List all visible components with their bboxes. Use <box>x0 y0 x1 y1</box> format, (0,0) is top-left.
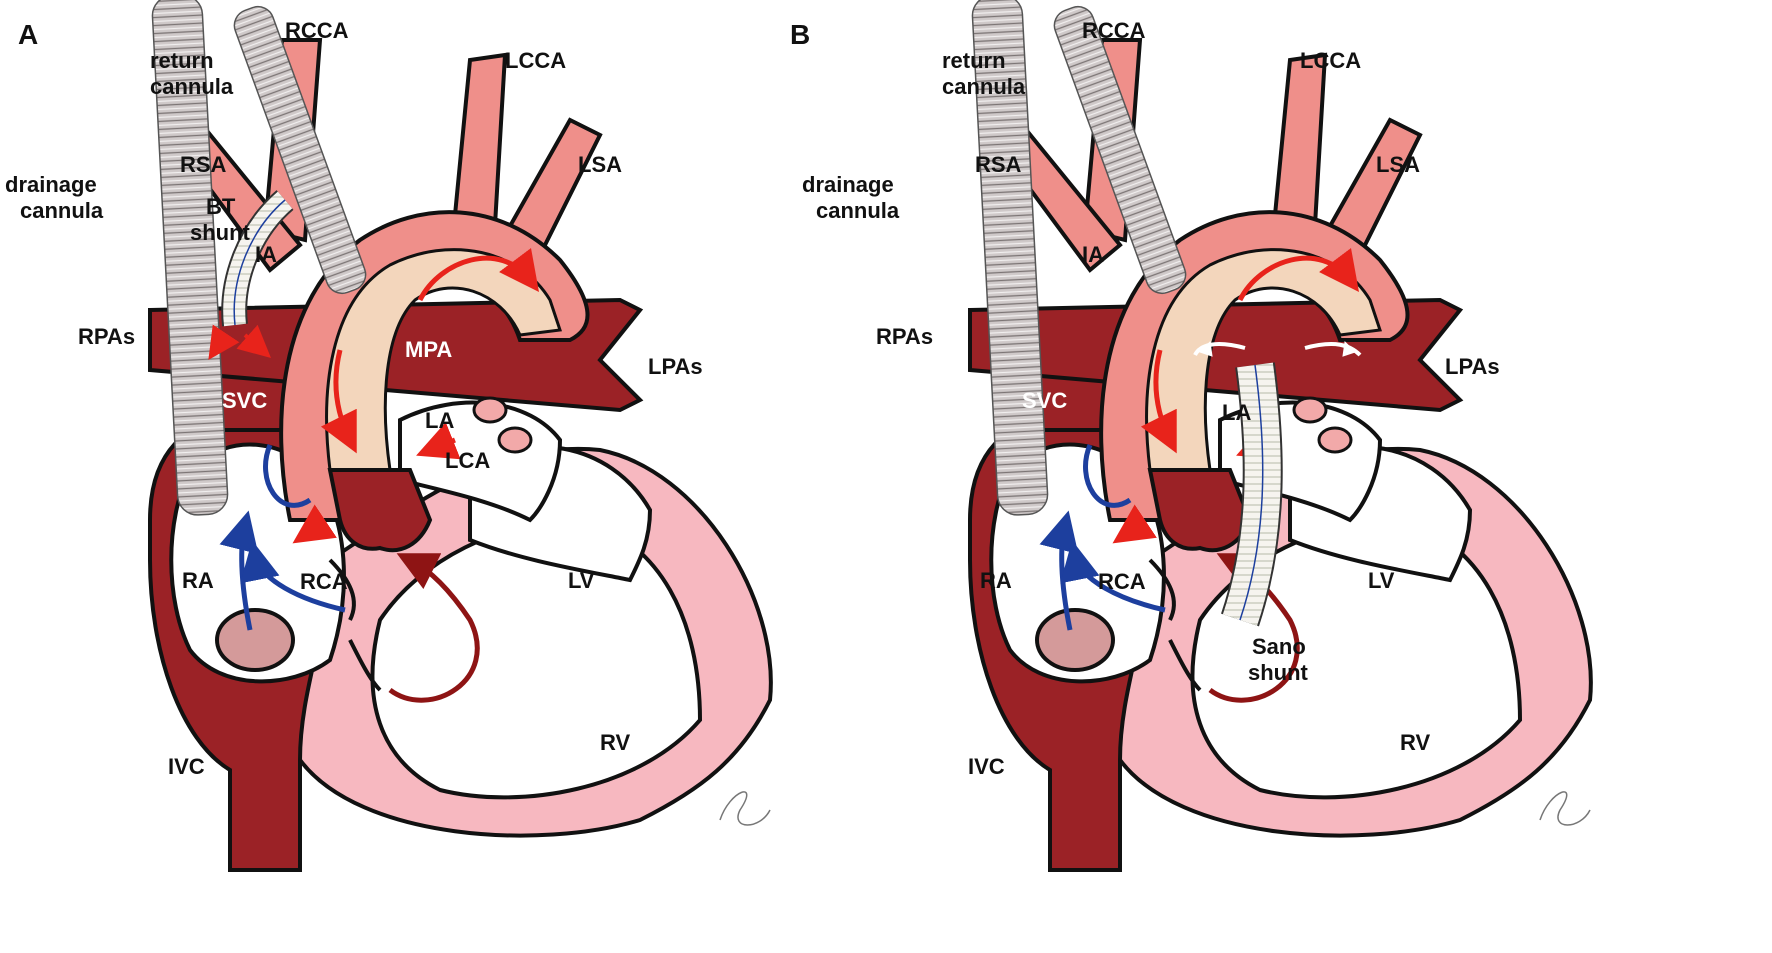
label-lpas-b: LPAs <box>1445 354 1500 379</box>
label-return-cannula-b: cannula <box>942 74 1026 99</box>
label-ivc: IVC <box>168 754 205 779</box>
label-svc: SVC <box>222 388 267 413</box>
label-lpas: LPAs <box>648 354 703 379</box>
flow-arrowhead-left <box>1199 340 1213 357</box>
label-drainage-cannula: cannula <box>20 198 104 223</box>
panel-b: B RCCA return cannula LCCA RSA LSA drain… <box>790 0 1591 870</box>
label-svc-b: SVC <box>1022 388 1067 413</box>
label-rcca: RCCA <box>285 18 349 43</box>
label-ia-b: IA <box>1082 242 1104 267</box>
label-return-b: return <box>942 48 1006 73</box>
label-lca: LCA <box>445 448 490 473</box>
label-lsa: LSA <box>578 152 622 177</box>
label-ia: IA <box>255 242 277 267</box>
flow-arrow-right <box>1304 342 1362 357</box>
label-drainage-b: drainage <box>802 172 894 197</box>
label-lv: LV <box>568 568 595 593</box>
label-bt-shunt: shunt <box>190 220 251 245</box>
bt-shunt-graft <box>208 190 294 360</box>
label-return: return <box>150 48 214 73</box>
label-la-b: LA <box>1222 400 1251 425</box>
label-sano-shunt: shunt <box>1248 660 1309 685</box>
flow-arrowhead-right <box>1342 340 1356 357</box>
label-rca: RCA <box>300 569 348 594</box>
panel-letter-a: A <box>18 19 38 50</box>
heart-illustration-a <box>150 0 771 870</box>
label-sano: Sano <box>1252 634 1306 659</box>
label-rpas: RPAs <box>78 324 135 349</box>
label-rsa: RSA <box>180 152 227 177</box>
label-ivc-b: IVC <box>968 754 1005 779</box>
panel-a: A RCCA return cannula LCCA RSA LSA drain… <box>5 0 771 870</box>
label-lv-b: LV <box>1368 568 1395 593</box>
label-la: LA <box>425 408 454 433</box>
label-drainage-cannula-b: cannula <box>816 198 900 223</box>
label-rcca-b: RCCA <box>1082 18 1146 43</box>
label-lsa-b: LSA <box>1376 152 1420 177</box>
label-return-cannula: cannula <box>150 74 234 99</box>
label-drainage: drainage <box>5 172 97 197</box>
label-bt: BT <box>206 194 236 219</box>
label-rca-b: RCA <box>1098 569 1146 594</box>
label-rpas-b: RPAs <box>876 324 933 349</box>
label-lcca-b: LCCA <box>1300 48 1361 73</box>
label-rv: RV <box>600 730 630 755</box>
label-ra: RA <box>182 568 214 593</box>
label-rsa-b: RSA <box>975 152 1022 177</box>
sano-shunt-graft <box>1220 362 1283 627</box>
label-ra-b: RA <box>980 568 1012 593</box>
label-lcca: LCCA <box>505 48 566 73</box>
label-mpa: MPA <box>405 337 452 362</box>
label-rv-b: RV <box>1400 730 1430 755</box>
panel-letter-b: B <box>790 19 810 50</box>
